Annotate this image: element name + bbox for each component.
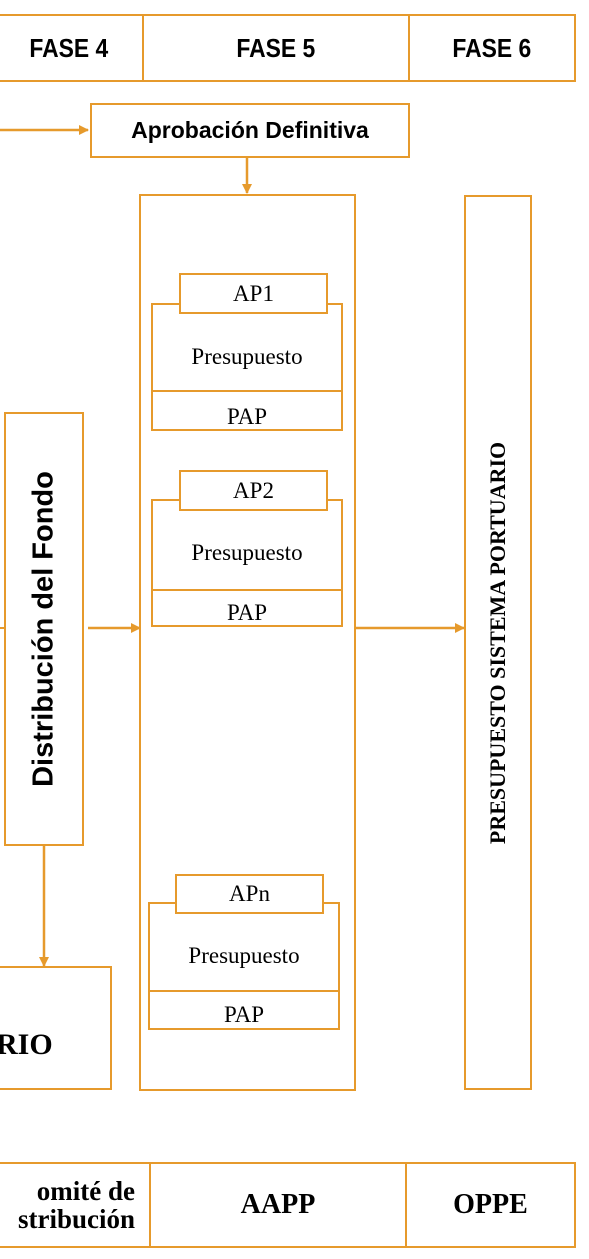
ap2-pap-label: PAP <box>226 600 268 625</box>
footer-distribution-committee-label: omité de stribución <box>17 1176 135 1234</box>
fund-distribution-label: Distribución del Fondo <box>27 471 60 787</box>
ap1-divider <box>153 390 341 392</box>
phase-5-header: FASE 5 <box>142 14 410 82</box>
apn-code: APn <box>229 881 270 906</box>
ap2-budget-box: Presupuesto PAP <box>151 499 343 627</box>
fund-distribution-box: Distribución del Fondo <box>4 412 84 846</box>
apn-header-box: APn <box>175 874 324 914</box>
ap1-header-box: AP1 <box>179 273 328 314</box>
ap2-divider <box>153 589 341 591</box>
apn-budget-label: Presupuesto <box>188 943 300 968</box>
footer-oppe: OPPE <box>405 1162 576 1248</box>
ap2-header-box: AP2 <box>179 470 328 511</box>
system-budget-label: PRESUPUESTO SISTEMA PORTUARIO <box>485 441 510 844</box>
apn-divider <box>150 990 338 992</box>
system-budget-box: PRESUPUESTO SISTEMA PORTUARIO <box>464 195 532 1090</box>
phase-5-label: FASE 5 <box>236 32 316 63</box>
phase-6-header: FASE 6 <box>408 14 576 82</box>
phase-4-header: FASE 4 <box>0 14 144 82</box>
ap2-budget-label: Presupuesto <box>191 540 303 565</box>
apn-pap-label: PAP <box>223 1002 265 1027</box>
final-approval-box: Aprobación Definitiva <box>90 103 410 158</box>
partial-budget-box: RIO <box>0 966 112 1090</box>
footer-oppe-label: OPPE <box>453 1189 528 1220</box>
apn-budget-box: Presupuesto PAP <box>148 902 340 1030</box>
footer-aapp-label: AAPP <box>240 1189 316 1220</box>
phase-6-label: FASE 6 <box>452 32 532 63</box>
footer-distribution-committee: omité de stribución <box>0 1162 151 1248</box>
ap1-budget-box: Presupuesto PAP <box>151 303 343 431</box>
phase-4-label: FASE 4 <box>29 32 109 63</box>
ap1-code: AP1 <box>233 280 274 306</box>
ap1-pap-label: PAP <box>226 404 268 429</box>
final-approval-label: Aprobación Definitiva <box>131 117 369 143</box>
partial-budget-label: RIO <box>0 1028 53 1061</box>
ap1-budget-label: Presupuesto <box>191 344 303 369</box>
footer-aapp: AAPP <box>149 1162 407 1248</box>
ap2-code: AP2 <box>233 477 274 503</box>
